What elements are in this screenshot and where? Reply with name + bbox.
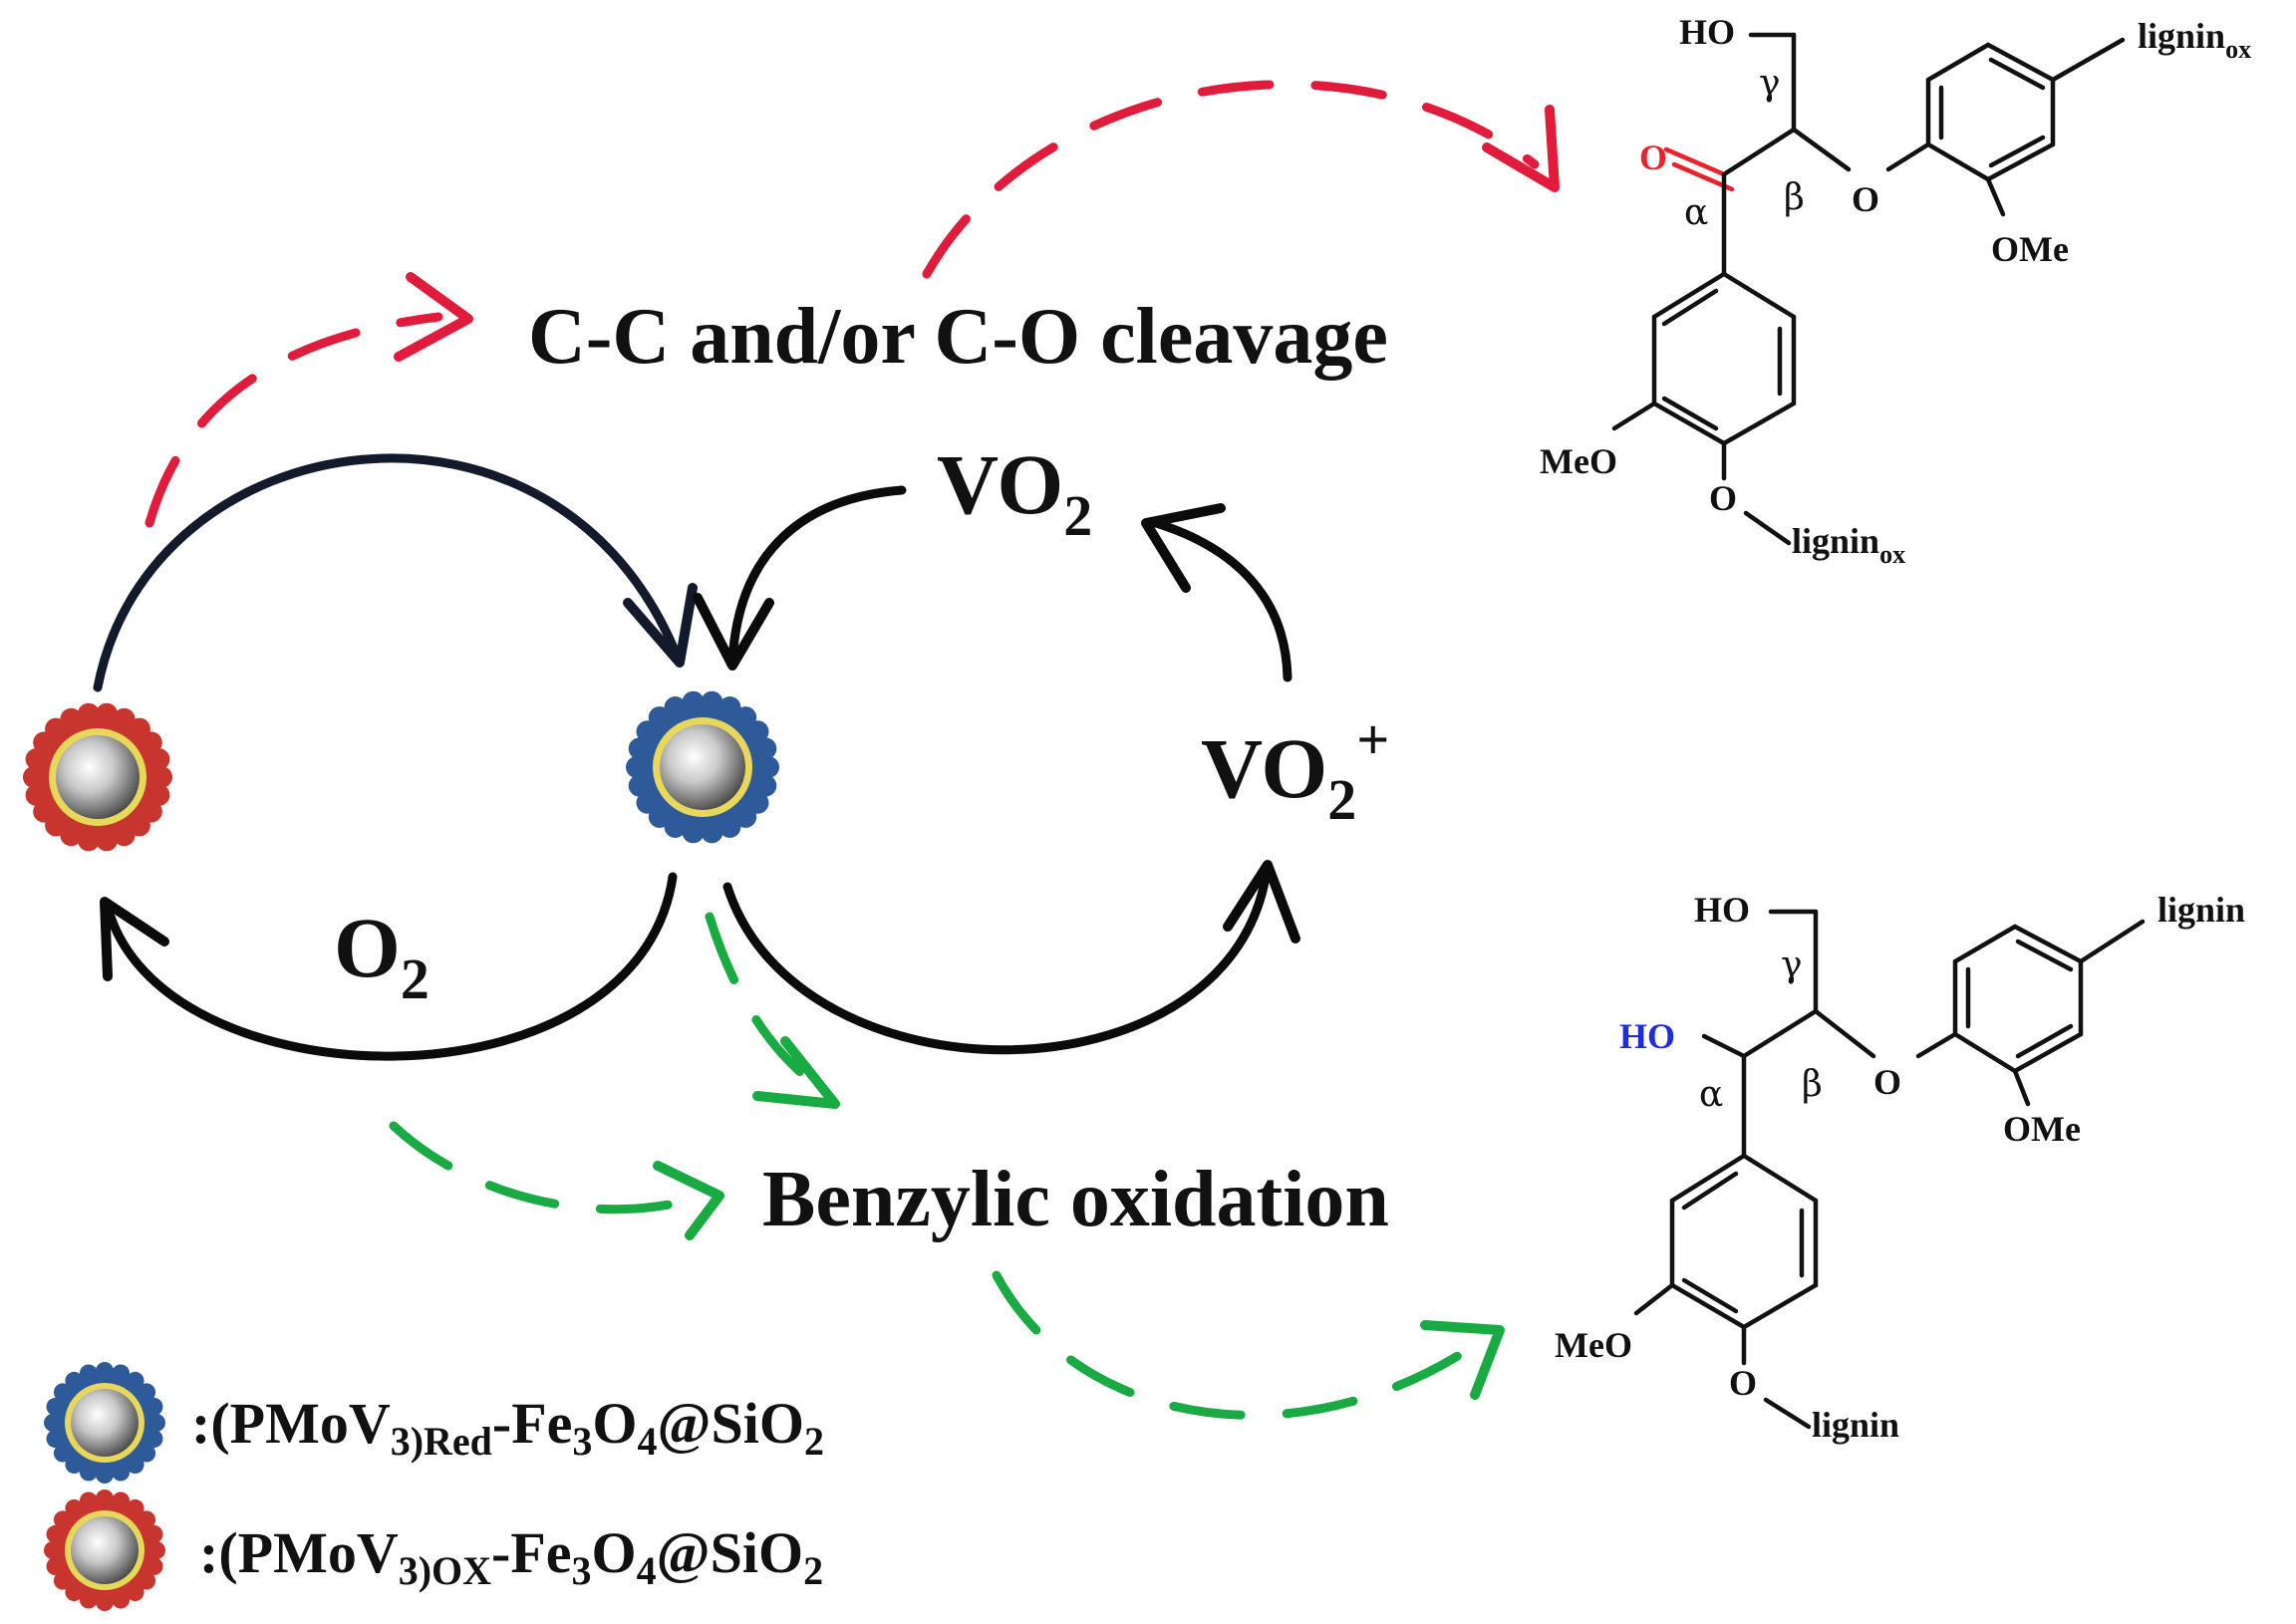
top-lignin-bottom: ligninox bbox=[1792, 521, 1905, 569]
bottom-beta: β bbox=[1802, 1064, 1823, 1105]
bottom-ho: HO bbox=[1694, 890, 1750, 930]
red-dashed-path-upper bbox=[922, 80, 1540, 279]
top-ether-o: O bbox=[1852, 179, 1879, 219]
top-o-bottom: O bbox=[1709, 478, 1737, 518]
particle-bead bbox=[757, 756, 779, 778]
arc-vo2-to-red bbox=[727, 485, 907, 668]
top-meo: MeO bbox=[1540, 441, 1617, 481]
arrowhead-red-to-vo2plus bbox=[1223, 860, 1300, 944]
top-alpha: α bbox=[1684, 192, 1708, 233]
bottom-o-bottom: O bbox=[1729, 1363, 1757, 1403]
bottom-meo: MeO bbox=[1555, 1325, 1632, 1365]
o2-label: O2 bbox=[334, 900, 430, 1011]
legend-oxidized: :(PMoV3)OX-Fe3O4@SiO2 bbox=[44, 1489, 823, 1611]
green-dashed-path-left bbox=[389, 1121, 693, 1215]
red-arrowhead-upper bbox=[1482, 105, 1560, 192]
arrowhead-ox-to-red bbox=[623, 583, 698, 668]
molecule-oxidized-lignin: HO γ O α β O OMe ligninox MeO O ligninox bbox=[1540, 12, 2251, 569]
top-ome: OMe bbox=[1991, 229, 2069, 269]
green-arrowhead-left bbox=[653, 1161, 724, 1240]
top-lignin-right: ligninox bbox=[2138, 16, 2251, 64]
bottom-ho-alpha: HO bbox=[1619, 1016, 1675, 1056]
particle-bead bbox=[23, 766, 45, 788]
reduced-catalyst-particle bbox=[626, 690, 779, 844]
green-arrowhead-right bbox=[1420, 1320, 1505, 1400]
top-ho: HO bbox=[1679, 12, 1735, 52]
benzylic-oxidation-label: Benzylic oxidation bbox=[762, 1156, 1389, 1243]
bottom-ome: OMe bbox=[2003, 1109, 2081, 1149]
top-gamma: γ bbox=[1759, 63, 1781, 104]
red-dashed-path-lower bbox=[144, 312, 443, 528]
particle-bead bbox=[150, 766, 172, 788]
cleavage-label: C-C and/or C-O cleavage bbox=[528, 293, 1388, 381]
green-dashed-path-center bbox=[705, 912, 822, 1091]
bottom-gamma: γ bbox=[1781, 945, 1803, 985]
bottom-ether-o: O bbox=[1873, 1062, 1901, 1102]
green-arrowhead-center bbox=[752, 1036, 840, 1109]
arc-red-to-ox bbox=[103, 872, 678, 1061]
red-arrowhead-lower bbox=[394, 272, 473, 362]
top-beta: β bbox=[1784, 177, 1805, 218]
molecule-lignin: HO γ HO α β O OMe lignin MeO O lignin bbox=[1555, 890, 2245, 1445]
top-carbonyl-o: O bbox=[1639, 137, 1667, 177]
bottom-lignin-right: lignin bbox=[2157, 890, 2245, 930]
bottom-alpha: α bbox=[1699, 1074, 1723, 1115]
arc-red-to-vo2plus bbox=[722, 872, 1271, 1055]
arc-ox-to-red bbox=[93, 453, 683, 692]
arc-vo2plus-to-vo2 bbox=[1151, 518, 1292, 682]
arrowhead-vo2plus-to-vo2 bbox=[1141, 503, 1226, 593]
green-dashed-path-right bbox=[992, 1270, 1480, 1420]
arrowhead-vo2-to-red bbox=[693, 593, 774, 671]
bottom-lignin-bottom: lignin bbox=[1812, 1405, 1899, 1445]
legend-reduced-particle bbox=[44, 1362, 165, 1484]
legend-reduced-label: :(PMoV3)Red-Fe3O4@SiO2 bbox=[191, 1391, 824, 1464]
particle-bead bbox=[626, 756, 648, 778]
legend-oxidized-label: :(PMoV3)OX-Fe3O4@SiO2 bbox=[199, 1520, 823, 1593]
legend-reduced: :(PMoV3)Red-Fe3O4@SiO2 bbox=[44, 1362, 824, 1484]
arrowhead-red-to-ox bbox=[100, 897, 169, 981]
vo2-plus-label: VO2+ bbox=[1201, 707, 1389, 832]
oxidized-catalyst-particle bbox=[23, 702, 172, 852]
legend-oxidized-particle bbox=[44, 1489, 165, 1611]
vo2-label: VO2 bbox=[937, 436, 1092, 548]
